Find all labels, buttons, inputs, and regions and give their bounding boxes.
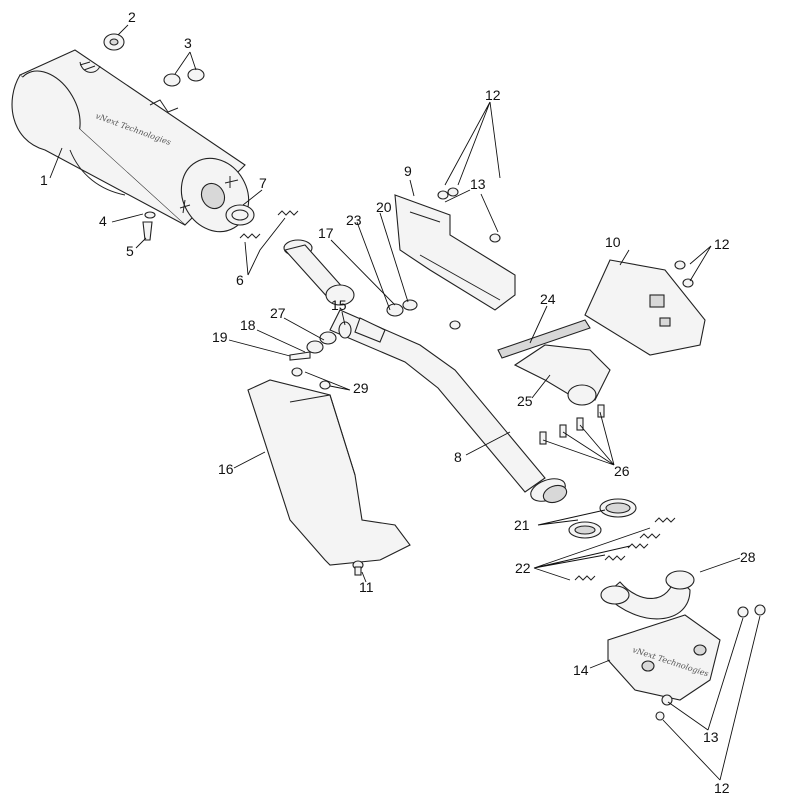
springs-6 [239, 210, 299, 239]
rings-21 [568, 498, 637, 539]
callouts: 1 2 3 4 5 6 7 8 9 10 11 12 12 12 13 13 1… [40, 9, 756, 796]
callout-15: 15 [331, 297, 347, 313]
callout-27: 27 [270, 305, 286, 321]
callout-14: 14 [573, 662, 589, 678]
callout-6: 6 [236, 272, 244, 288]
callout-12c: 12 [714, 780, 730, 796]
callout-11: 11 [359, 579, 374, 595]
bolt-11 [352, 560, 364, 576]
callout-25: 25 [517, 393, 533, 409]
heat-shield-16 [247, 367, 411, 566]
hardware-small [289, 299, 418, 361]
washer-bolt [142, 211, 156, 241]
elbow-pipe-28 [600, 570, 695, 620]
grommet [103, 33, 125, 51]
fasteners-upper [437, 187, 694, 330]
callout-26: 26 [614, 463, 630, 479]
callout-2: 2 [128, 9, 136, 25]
callout-13b: 13 [703, 729, 719, 745]
callout-3: 3 [184, 35, 192, 51]
callout-17: 17 [318, 225, 334, 241]
callout-5: 5 [126, 243, 134, 259]
callout-18: 18 [240, 317, 256, 333]
callout-8: 8 [454, 449, 462, 465]
callout-28: 28 [740, 549, 756, 565]
callout-9: 9 [404, 163, 412, 179]
callout-16: 16 [218, 461, 234, 477]
callout-12b: 12 [714, 236, 730, 252]
callout-13a: 13 [470, 176, 486, 192]
callout-21: 21 [514, 517, 530, 533]
heat-shield-10 [584, 259, 706, 356]
manifold-flange [497, 319, 611, 406]
callout-10: 10 [605, 234, 621, 250]
pipe-8 [329, 309, 568, 504]
callout-1: 1 [40, 172, 48, 188]
callout-24: 24 [540, 291, 556, 307]
grommet-pair [163, 68, 205, 87]
gasket-ring [225, 204, 255, 226]
callout-4: 4 [99, 213, 107, 229]
leader-lines [49, 24, 761, 781]
callout-23: 23 [346, 212, 362, 228]
fasteners-lower [655, 604, 766, 721]
bracket-9 [394, 194, 516, 311]
callout-19: 19 [212, 329, 228, 345]
heat-shield-14: vNext Technologies [607, 614, 721, 701]
callout-12a: 12 [485, 87, 501, 103]
callout-7: 7 [259, 175, 267, 191]
springs-22 [574, 517, 676, 581]
muffler: vNext Technologies [11, 49, 250, 233]
callout-20: 20 [376, 199, 392, 215]
callout-29: 29 [353, 380, 369, 396]
header-pipe [283, 239, 355, 306]
callout-22: 22 [515, 560, 531, 576]
